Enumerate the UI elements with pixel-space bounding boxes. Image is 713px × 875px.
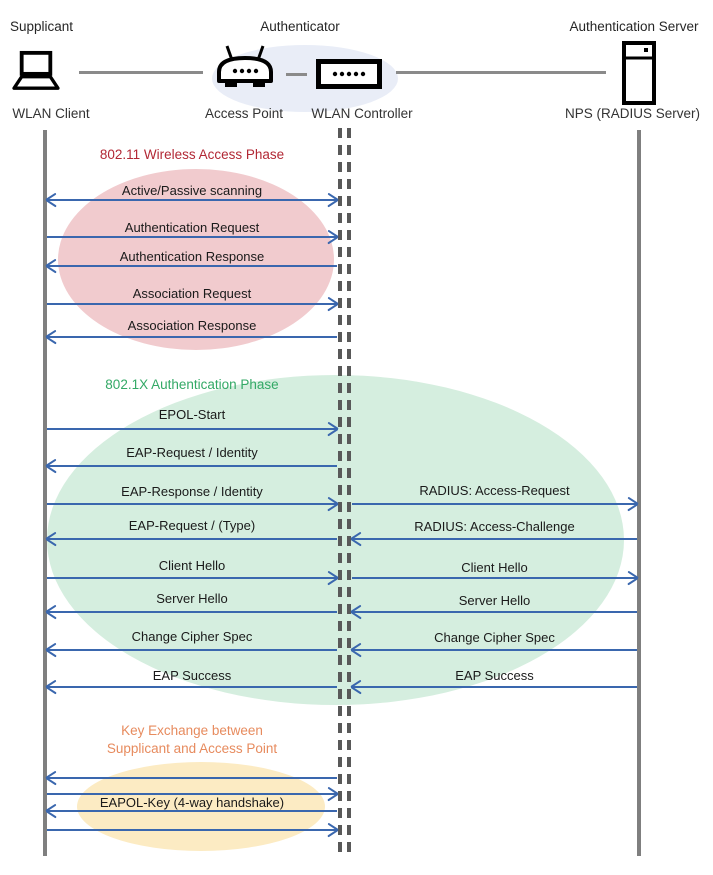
connector-client-ap <box>79 71 203 74</box>
message-label-auth-response: Authentication Response <box>119 249 265 264</box>
arrow-auth-response <box>45 258 337 274</box>
arrow-change-cipher-spec-right <box>350 642 637 658</box>
message-label-auth-request: Authentication Request <box>124 220 260 235</box>
arrow-eapol-key-4 <box>47 822 339 838</box>
connector-ap-controller <box>286 73 307 76</box>
device-label-wlan-client: WLAN Client <box>12 106 90 121</box>
message-label-server-hello-left: Server Hello <box>156 591 228 606</box>
arrow-epol-start <box>47 421 339 437</box>
access-point-icon <box>214 44 276 90</box>
arrow-radius-access-challenge <box>350 531 637 547</box>
lifeline-radius-server <box>637 130 641 856</box>
arrow-eap-response-identity <box>47 496 339 512</box>
arrow-radius-access-request <box>352 496 639 512</box>
device-label-access-point: Access Point <box>204 106 284 121</box>
arrow-eapol-key-1 <box>45 770 337 786</box>
arrow-client-hello-right <box>352 570 639 586</box>
arrow-eap-success-right <box>350 679 637 695</box>
arrow-eapol-key-3 <box>45 803 337 819</box>
arrow-eap-request-type <box>45 531 337 547</box>
message-label-change-cipher-spec-right: Change Cipher Spec <box>434 630 555 645</box>
arrow-change-cipher-spec-left <box>45 642 337 658</box>
phase-title-key-exchange: Key Exchange between Supplicant and Acce… <box>47 722 337 758</box>
message-label-eap-response-identity: EAP-Response / Identity <box>121 484 263 499</box>
role-supplicant: Supplicant <box>10 19 74 34</box>
arrow-server-hello-right <box>350 604 637 620</box>
lifeline-wlan-controller-dashed-2 <box>347 128 351 859</box>
phase-title-key-exchange-line1: Key Exchange between <box>121 723 263 738</box>
arrow-client-hello-left <box>47 570 339 586</box>
device-label-nps-radius-server: NPS (RADIUS Server) <box>564 106 701 121</box>
message-label-client-hello-left: Client Hello <box>158 558 226 573</box>
message-label-radius-access-request: RADIUS: Access-Request <box>419 483 570 498</box>
role-authentication-server: Authentication Server <box>569 19 699 34</box>
message-label-eap-success-left: EAP Success <box>152 668 232 683</box>
message-label-radius-access-challenge: RADIUS: Access-Challenge <box>414 519 575 534</box>
arrow-eap-success-left <box>45 679 337 695</box>
arrow-eapol-key-2 <box>47 786 339 802</box>
arrow-assoc-request <box>47 296 339 312</box>
phase-title-8021x: 802.1X Authentication Phase <box>105 377 279 392</box>
message-label-change-cipher-spec-left: Change Cipher Spec <box>131 629 253 644</box>
role-authenticator: Authenticator <box>260 19 340 34</box>
arrow-scanning <box>45 192 339 208</box>
laptop-icon <box>11 50 61 92</box>
device-label-wlan-controller: WLAN Controller <box>311 106 413 121</box>
phase-ellipse-8021x <box>47 375 624 705</box>
message-label-eap-success-right: EAP Success <box>455 668 534 683</box>
lifeline-wlan-client <box>43 130 47 856</box>
arrow-server-hello-left <box>45 604 337 620</box>
phase-title-80211: 802.11 Wireless Access Phase <box>99 147 285 162</box>
message-label-assoc-response: Association Response <box>127 318 257 333</box>
phase-ellipse-key-exchange <box>77 762 325 851</box>
message-label-eapol-key: EAPOL-Key (4-way handshake) <box>99 795 285 810</box>
lifeline-wlan-controller-dashed-1 <box>338 128 342 859</box>
arrow-assoc-response <box>45 329 337 345</box>
message-label-assoc-request: Association Request <box>132 286 252 301</box>
arrow-auth-request <box>47 229 339 245</box>
phase-title-key-exchange-line2: Supplicant and Access Point <box>106 741 278 756</box>
wlan-controller-icon <box>316 59 382 89</box>
message-label-eap-request-type: EAP-Request / (Type) <box>128 518 256 533</box>
message-label-server-hello-right: Server Hello <box>458 593 531 608</box>
message-label-client-hello-right: Client Hello <box>461 560 528 575</box>
arrow-eap-request-identity <box>45 458 337 474</box>
server-icon <box>621 40 657 106</box>
message-label-epol-start: EPOL-Start <box>158 407 226 422</box>
message-label-scanning: Active/Passive scanning <box>121 183 263 198</box>
message-label-eap-request-identity: EAP-Request / Identity <box>126 445 258 460</box>
connector-controller-server <box>396 71 606 74</box>
